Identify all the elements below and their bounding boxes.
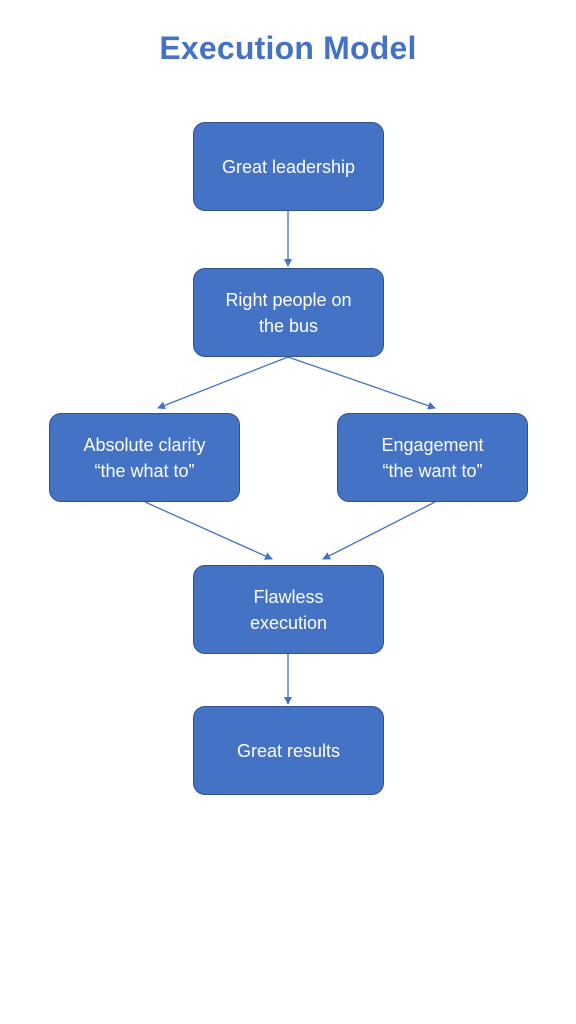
arrow-people-to-clarity [157,356,289,410]
node-engagement: Engagement “the want to” [337,413,528,502]
arrow-engagement-to-execution [322,501,436,560]
node-label-line: Absolute clarity [83,434,206,455]
arrow-people-to-engagement [287,356,436,410]
node-label-line: Flawless [253,586,324,607]
node-label-line: Great leadership [221,156,356,177]
node-right-people: Right people on the bus [193,268,384,357]
arrow-clarity-to-execution [144,501,273,560]
node-label-line: “the what to” [94,460,195,481]
node-flawless-execution: Flawless execution [193,565,384,654]
node-label-line: Right people on [225,289,352,310]
node-label-line: Engagement [381,434,484,455]
node-label-line: the bus [258,315,319,336]
page-title: Execution Model [159,30,417,66]
node-great-leadership: Great leadership [193,122,384,211]
node-great-results: Great results [193,706,384,795]
node-absolute-clarity: Absolute clarity “the what to” [49,413,240,502]
node-label-line: execution [249,612,328,633]
node-label-line: “the want to” [382,460,483,481]
node-label-line: Great results [236,740,341,761]
